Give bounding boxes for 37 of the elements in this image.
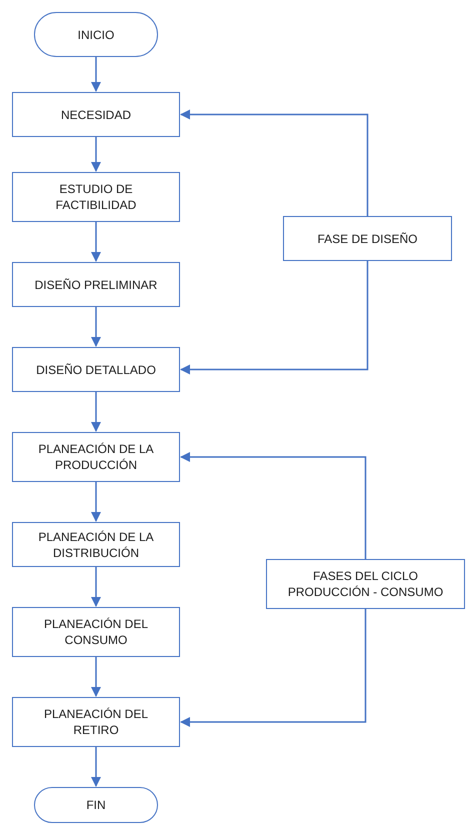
node-label: NECESIDAD (60, 106, 131, 122)
node-label: FASE DE DISEÑO (317, 230, 418, 246)
node-label: INICIO (78, 26, 114, 42)
arrow (180, 609, 366, 727)
arrow (91, 137, 101, 172)
node-label: PLANEACIÓN DEL RETIRO (42, 706, 150, 738)
arrow (91, 57, 101, 92)
node-label: PLANEACIÓN DEL CONSUMO (42, 616, 150, 648)
arrow (91, 222, 101, 262)
terminal-pill (34, 787, 158, 823)
terminal-pill (34, 12, 158, 57)
process-box (283, 216, 452, 261)
arrow (180, 452, 366, 559)
arrow (91, 657, 101, 697)
arrow (91, 747, 101, 787)
node-label: PLANEACIÓN DE LA DISTRIBUCIÓN (37, 528, 155, 560)
node-label: DISEÑO PRELIMINAR (34, 276, 158, 292)
arrow (180, 261, 368, 374)
process-box (12, 697, 180, 747)
process-box (12, 172, 180, 222)
arrow (91, 482, 101, 522)
node-label: ESTUDIO DE FACTIBILIDAD (54, 181, 138, 213)
process-box (12, 607, 180, 657)
node-label: FIN (86, 797, 106, 813)
arrow (91, 307, 101, 347)
process-box (12, 522, 180, 567)
arrow (91, 392, 101, 432)
process-box (12, 92, 180, 137)
process-box (12, 432, 180, 482)
node-label: DISEÑO DETALLADO (36, 362, 156, 378)
arrow (91, 567, 101, 607)
process-box (12, 347, 180, 392)
process-box (12, 262, 180, 307)
process-box (266, 559, 465, 609)
arrow (180, 110, 368, 216)
node-label: PLANEACIÓN DE LA PRODUCCIÓN (37, 441, 155, 473)
node-label: FASES DEL CICLO PRODUCCIÓN - CONSUMO (286, 568, 444, 600)
